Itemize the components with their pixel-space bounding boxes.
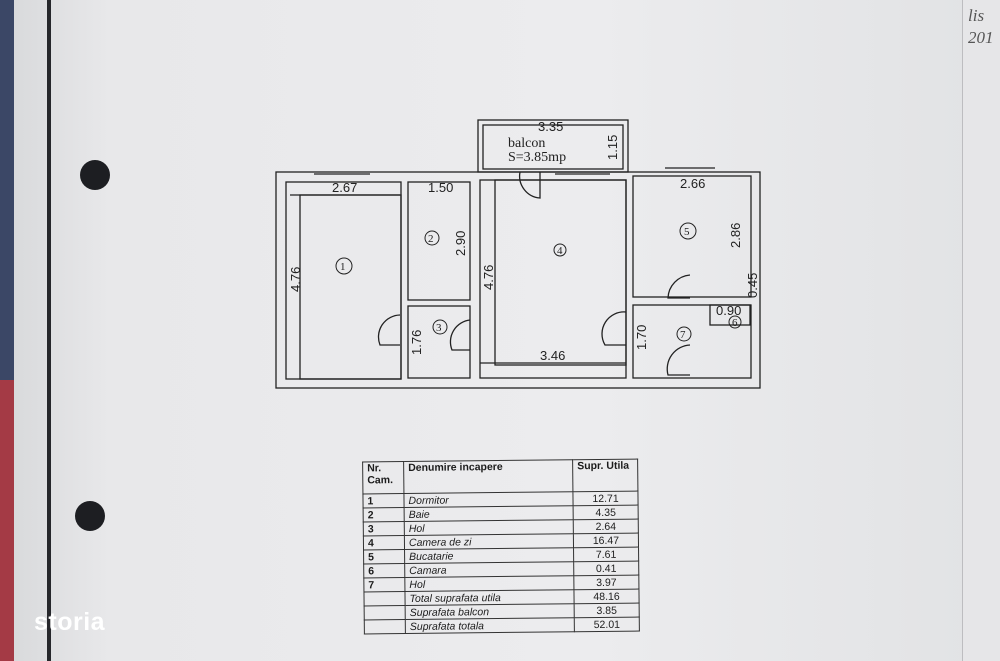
svg-text:1.70: 1.70 <box>634 325 649 350</box>
table-header: Nr. Cam. Denumire incapere Supr. Utila <box>362 459 638 494</box>
room-number: 3 <box>436 322 442 334</box>
room-area-table: Nr. Cam. Denumire incapere Supr. Utila 1… <box>362 459 640 635</box>
adjacent-page <box>962 0 1000 661</box>
svg-text:4.76: 4.76 <box>288 267 303 292</box>
cell-area: 7.61 <box>573 547 639 562</box>
cell-nr: 1 <box>362 493 405 508</box>
cell-nr <box>363 591 406 606</box>
room-number: 6 <box>732 317 738 329</box>
room-number: 2 <box>428 233 434 245</box>
punch-hole <box>80 160 110 190</box>
svg-text:2.66: 2.66 <box>680 176 705 191</box>
storia-watermark: storia <box>34 608 106 636</box>
room-labels: 1 2 3 4 5 6 7 <box>335 222 742 342</box>
room-number: 5 <box>684 226 690 238</box>
background-strip <box>0 380 18 661</box>
cell-area: 3.85 <box>574 603 640 618</box>
cell-nr: 2 <box>363 507 405 522</box>
room-number: 4 <box>557 245 563 257</box>
cell-nr <box>364 605 406 620</box>
cell-area: 0.41 <box>573 561 639 576</box>
binder-line <box>47 0 51 661</box>
cell-name: Suprafata totala <box>405 617 575 634</box>
svg-text:3.46: 3.46 <box>540 348 565 363</box>
svg-text:2.90: 2.90 <box>453 231 468 256</box>
cell-area: 48.16 <box>573 589 640 604</box>
document-page <box>14 0 972 661</box>
cell-nr: 4 <box>363 535 405 550</box>
svg-text:0.90: 0.90 <box>716 303 741 318</box>
walls <box>275 119 761 389</box>
cell-nr: 6 <box>363 563 405 578</box>
cell-nr: 7 <box>363 577 405 592</box>
cell-nr <box>364 619 406 634</box>
cell-area: 16.47 <box>573 533 639 548</box>
svg-text:2.86: 2.86 <box>728 223 743 248</box>
svg-text:1.15: 1.15 <box>605 135 620 160</box>
cell-area: 12.71 <box>572 491 639 506</box>
room-number: 7 <box>680 329 686 341</box>
cell-area: 3.97 <box>573 575 639 590</box>
punch-hole <box>75 501 105 531</box>
svg-text:1.50: 1.50 <box>428 180 453 195</box>
svg-text:3.35: 3.35 <box>538 119 563 134</box>
cell-nr: 5 <box>363 549 405 564</box>
svg-text:4.76: 4.76 <box>481 265 496 290</box>
cell-area: 4.35 <box>573 505 639 520</box>
dimensions: 3.35 balcon S=3.85mp 1.15 2.67 4.76 1.50… <box>288 119 760 363</box>
svg-text:1.76: 1.76 <box>409 330 424 355</box>
svg-text:2.67: 2.67 <box>332 180 357 195</box>
room-number: 1 <box>340 261 346 273</box>
cell-area: 52.01 <box>574 617 640 632</box>
balcony-area: S=3.85mp <box>508 150 566 165</box>
cell-nr: 3 <box>363 521 405 536</box>
balcony-label: balcon <box>508 136 545 151</box>
svg-text:0.45: 0.45 <box>745 273 760 298</box>
cell-area: 2.64 <box>573 519 639 534</box>
